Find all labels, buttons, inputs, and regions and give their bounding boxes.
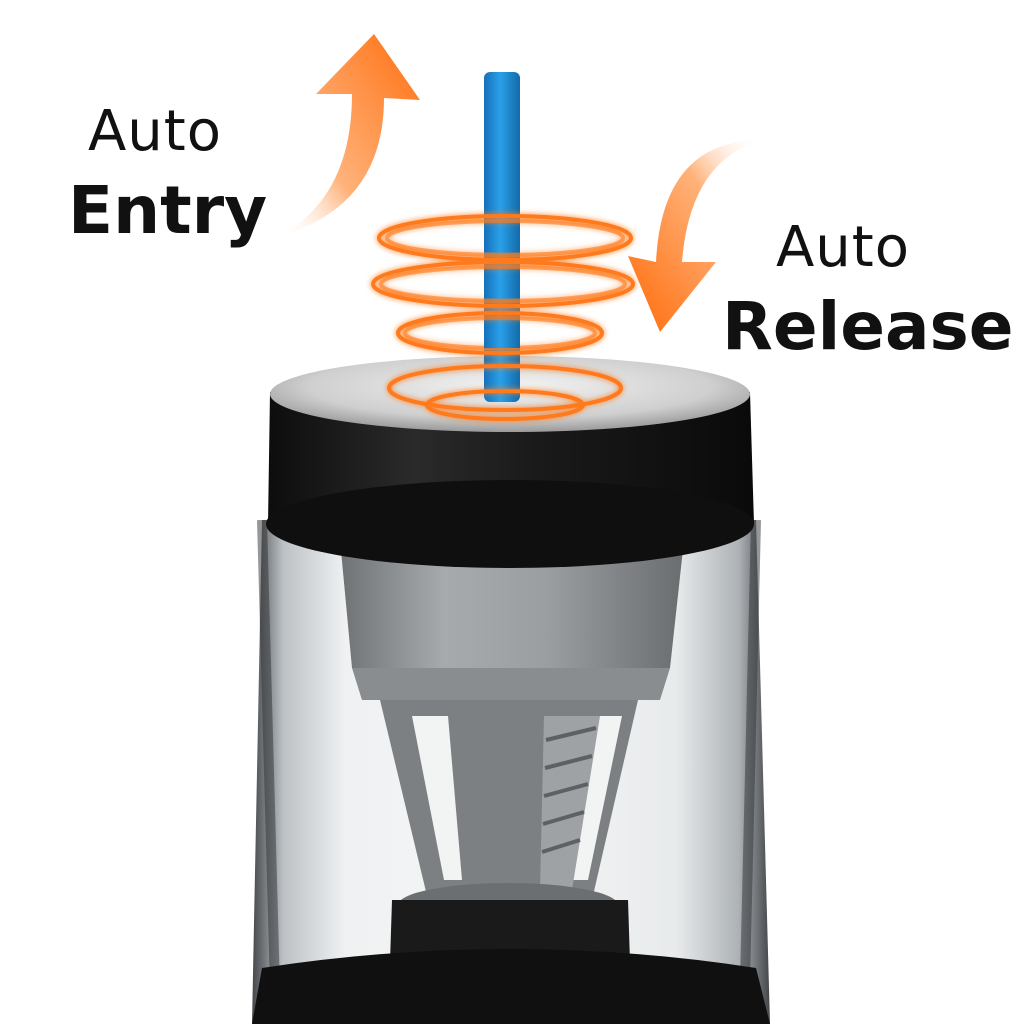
- auto-release-label-bottom: Release: [722, 288, 1014, 365]
- up-arrow-icon: [280, 34, 420, 236]
- auto-entry-label: Auto Entry: [68, 104, 267, 244]
- down-arrow-icon: [628, 140, 762, 332]
- auto-release-label: Auto Release: [722, 220, 1014, 360]
- auto-release-label-top: Auto: [776, 215, 911, 280]
- auto-entry-label-top: Auto: [88, 99, 223, 164]
- spiral-rings-icon: [371, 214, 635, 421]
- auto-entry-label-bottom: Entry: [68, 172, 268, 249]
